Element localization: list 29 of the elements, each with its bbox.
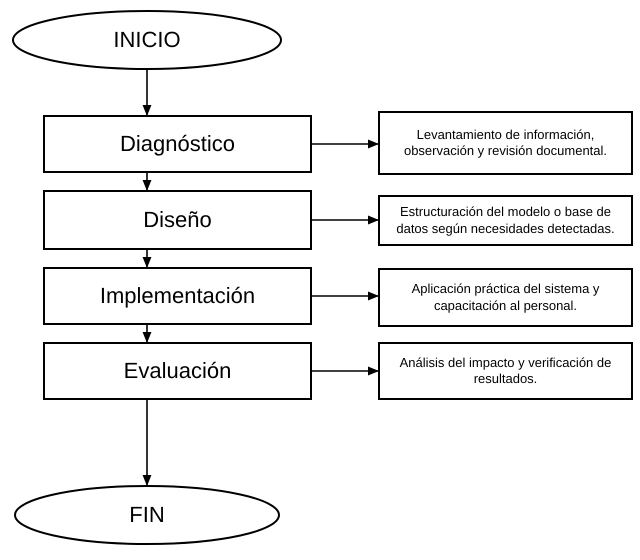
description-text: Levantamiento de información, observación y revisión documental. [402, 126, 608, 160]
description-box [378, 111, 633, 175]
step-label: INICIO [113, 27, 181, 53]
arrow [142, 173, 152, 192]
description-text: Análisis del impacto y verificación de resultados. [398, 354, 612, 388]
terminator-oval [12, 10, 282, 70]
process-box [43, 115, 312, 173]
description-text: Estructuración del modelo o base de datos según necesidades detectadas. [395, 204, 616, 237]
terminator-oval [14, 485, 280, 545]
arrow [312, 140, 380, 148]
description-box [378, 195, 633, 246]
process-box [43, 190, 312, 250]
process-box [43, 342, 312, 400]
step-label: Implementación [100, 283, 256, 309]
step-label: Evaluación [124, 358, 232, 384]
arrow [142, 250, 152, 268]
step-label: Diseño [143, 207, 212, 233]
arrow [312, 292, 380, 300]
arrow [142, 400, 152, 486]
description-box [378, 342, 633, 400]
arrow [312, 216, 380, 224]
description-text: Aplicación práctica del sistema y capacitación al personal. [410, 281, 600, 314]
step-label: FIN [129, 502, 165, 528]
step-label: Diagnóstico [120, 131, 235, 157]
description-box [378, 268, 633, 327]
arrow [312, 366, 380, 376]
process-box [43, 267, 312, 325]
arrow [142, 325, 152, 344]
arrow [142, 70, 152, 116]
